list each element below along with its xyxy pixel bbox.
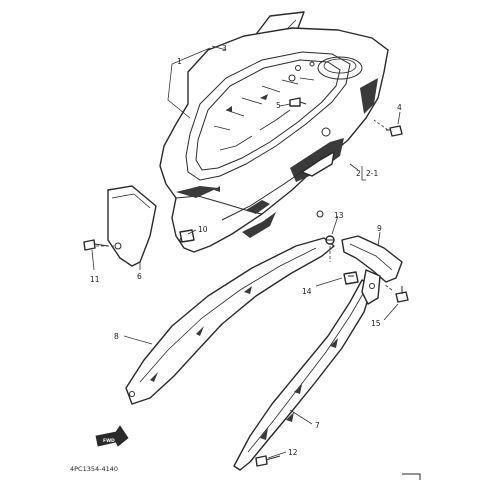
callout-11: 11 — [90, 275, 100, 284]
corner-mark — [402, 473, 421, 480]
part-11-screw — [83, 239, 109, 271]
fwd-arrow-icon: FWD — [95, 425, 129, 447]
leader-10 — [187, 229, 197, 235]
callout-15: 15 — [371, 319, 381, 328]
callout-6: 6 — [137, 272, 142, 281]
leader-1-3-bracket — [167, 45, 227, 119]
callout-5: 5 — [276, 101, 281, 110]
callout-2-1: 2-1 — [366, 169, 378, 178]
assembly-line-15 — [383, 283, 393, 291]
leader-7 — [289, 409, 313, 425]
part-12-screw — [255, 455, 281, 467]
callout-13: 13 — [334, 211, 344, 220]
assembly-line-4 — [373, 119, 389, 131]
fwd-label: FWD — [103, 438, 115, 444]
part-9-bracket — [341, 235, 403, 305]
leader-13 — [331, 215, 339, 235]
callout-8: 8 — [114, 332, 119, 341]
leader-2 — [349, 163, 366, 181]
callout-14: 14 — [302, 287, 312, 296]
part-8-side-cover — [125, 237, 335, 405]
callout-4: 4 — [397, 103, 402, 112]
part-6-flap — [107, 185, 157, 267]
part-4-screw — [386, 125, 403, 137]
part-13-screw — [325, 235, 335, 245]
leader-9 — [377, 231, 381, 247]
part-2-body-cover — [159, 27, 389, 253]
callout-7: 7 — [315, 421, 320, 430]
callout-9: 9 — [377, 224, 382, 233]
callout-1: 1 — [177, 57, 182, 66]
drawing-code: 4PC1354-4140 — [70, 465, 118, 473]
callout-2: 2 — [356, 169, 361, 178]
leader-14 — [315, 277, 343, 287]
callout-12: 12 — [288, 448, 298, 457]
part-15-screw — [395, 286, 409, 303]
callout-10: 10 — [198, 225, 208, 234]
part-14-clip — [343, 271, 359, 285]
leader-4 — [397, 111, 401, 125]
leader-8 — [123, 335, 153, 345]
leader-5 — [279, 103, 291, 107]
part-7-side-cover — [233, 279, 373, 471]
callout-3: 3 — [222, 44, 227, 53]
leader-12 — [267, 451, 287, 459]
leader-15 — [383, 303, 399, 321]
